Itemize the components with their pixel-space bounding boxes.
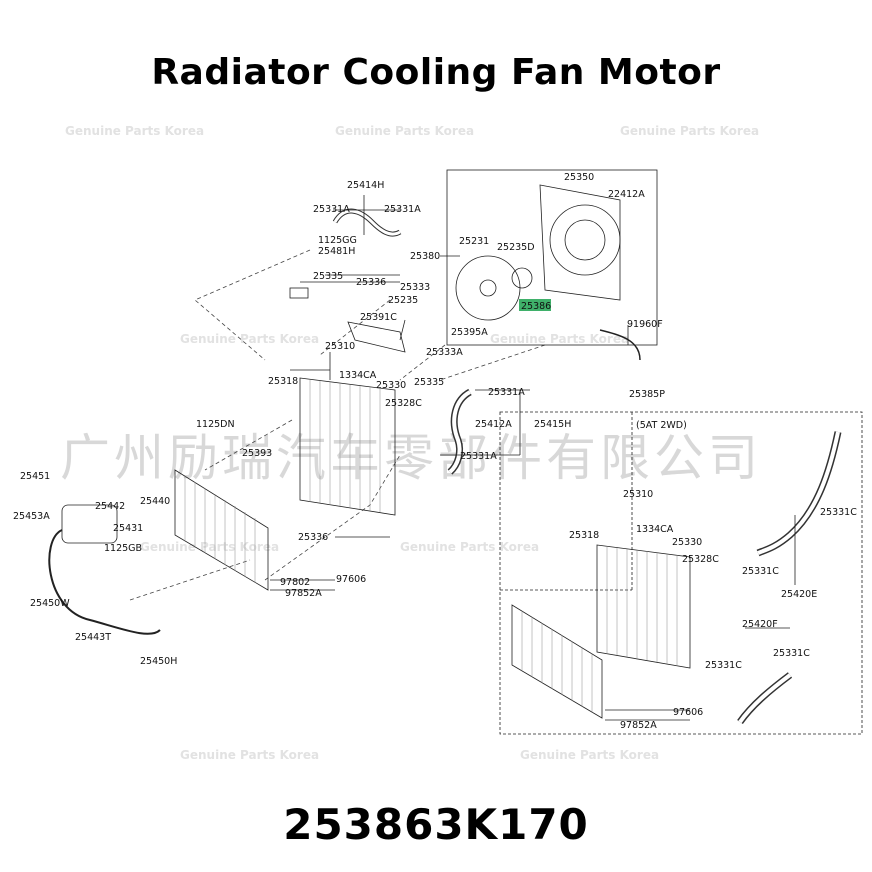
highlighted-callout-25386: 25386: [519, 299, 551, 312]
callout: 25331C: [742, 566, 779, 577]
callout: 25385P: [629, 389, 665, 400]
callout: 25330: [376, 380, 406, 391]
callout: 1125DN: [196, 419, 235, 430]
callout: 25335: [414, 377, 444, 388]
callout: 97606: [673, 707, 703, 718]
brand-watermark: Genuine Parts Korea: [620, 124, 760, 138]
callout: 25440: [140, 496, 170, 507]
brand-watermark: Genuine Parts Korea: [400, 540, 540, 554]
callout: 25415H: [534, 419, 571, 430]
callout: 25443T: [75, 632, 111, 643]
callout: 25331C: [705, 660, 742, 671]
callout: 25331A: [384, 204, 421, 215]
callout: 25450W: [30, 598, 70, 609]
callout: 25420F: [742, 619, 778, 630]
callout: 25481H: [318, 246, 355, 257]
callout: 1334CA: [339, 370, 377, 381]
callout: 25336: [356, 277, 386, 288]
company-watermark: 广州励瑞汽车零部件有限公司: [60, 429, 762, 487]
brand-watermark: Genuine Parts Korea: [520, 748, 660, 762]
callout: 25310: [623, 489, 653, 500]
callout: 25331A: [313, 204, 350, 215]
callout: 97802: [280, 577, 310, 588]
callout: 25331A: [488, 387, 525, 398]
callout: 25231: [459, 236, 489, 247]
callout: 25331A: [460, 451, 497, 462]
callout: 1125GB: [104, 543, 142, 554]
callout: 25310: [325, 341, 355, 352]
variant-label: (5AT 2WD): [636, 420, 687, 431]
callout: 1125GG: [318, 235, 357, 246]
callout: 25431: [113, 523, 143, 534]
brand-watermark: Genuine Parts Korea: [490, 332, 630, 346]
page-title: Radiator Cooling Fan Motor: [151, 52, 721, 93]
callout: 25318: [268, 376, 298, 387]
callout: 25333: [400, 282, 430, 293]
callout: 25395A: [451, 327, 488, 338]
callout: 25330: [672, 537, 702, 548]
callout: 25328C: [682, 554, 719, 565]
callout: 25331C: [820, 507, 857, 518]
callout: 97606: [336, 574, 366, 585]
callout: 97852A: [285, 588, 322, 599]
brand-watermark: Genuine Parts Korea: [335, 124, 475, 138]
callout: 25391C: [360, 312, 397, 323]
brand-watermark: Genuine Parts Korea: [180, 332, 320, 346]
callout: 25420E: [781, 589, 817, 600]
callout: 22412A: [608, 189, 645, 200]
highlight-marker: [519, 299, 551, 311]
callout: 25380: [410, 251, 440, 262]
callout-labels: 25414H 25331A 25331A 1125GG 25481H 25335…: [13, 172, 857, 731]
callout: 25451: [20, 471, 50, 482]
callout: 25328C: [385, 398, 422, 409]
callout: 25235: [388, 295, 418, 306]
callout: 25386: [521, 301, 551, 312]
callout: 25235D: [497, 242, 535, 253]
callout: 25412A: [475, 419, 512, 430]
callout: 25318: [569, 530, 599, 541]
callout: 25414H: [347, 180, 384, 191]
callout: 25350: [564, 172, 594, 183]
callout: 1334CA: [636, 524, 674, 535]
brand-watermark: Genuine Parts Korea: [140, 540, 280, 554]
callout: 25450H: [140, 656, 177, 667]
callout: 91960F: [627, 319, 663, 330]
callout: 25335: [313, 271, 343, 282]
part-number: 253863K170: [283, 800, 589, 849]
callout: 97852A: [620, 720, 657, 731]
brand-watermark: Genuine Parts Korea: [180, 748, 320, 762]
brand-watermark: Genuine Parts Korea: [65, 124, 205, 138]
callout: 25331C: [773, 648, 810, 659]
callout: 25393: [242, 448, 272, 459]
callout: 25333A: [426, 347, 463, 358]
callout: 25442: [95, 501, 125, 512]
callout: 25453A: [13, 511, 50, 522]
callout: 25336: [298, 532, 328, 543]
